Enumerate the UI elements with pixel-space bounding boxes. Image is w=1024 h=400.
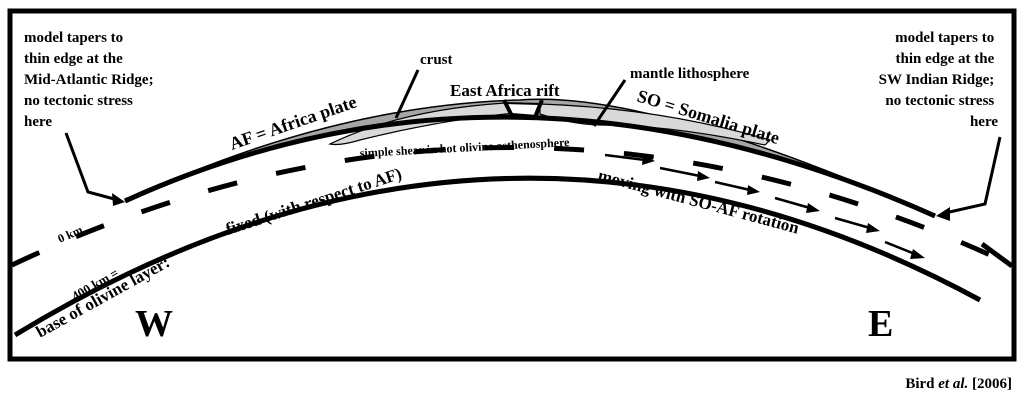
right-ridge-note: model tapers to thin edge at the SW Indi… [879,30,999,130]
crust-pointer [394,69,420,119]
base-olivine-layer-line [10,145,1014,268]
rift-fault-left [502,99,514,117]
mantle-lithosphere-label: mantle lithosphere [630,66,750,82]
west-label: W [135,303,173,345]
shear-arrow-6 [884,240,925,259]
right-pointer-arrowhead [936,207,950,221]
left-ridge-note: model tapers to thin edge at the Mid-Atl… [24,30,157,130]
base-olivine-layer-solid [13,175,982,338]
crust-layer-so [539,103,772,146]
right-pointer-arrow [944,136,1002,215]
left-pointer-arrowhead [112,193,125,206]
shear-arrow-1 [604,153,655,165]
earth-surface-line [123,114,937,219]
rift-label: East Africa rift [450,81,560,100]
crust-label: crust [420,52,453,68]
shear-arrow-4 [774,196,820,213]
shear-arrow-2 [659,166,710,181]
mantle-lithosphere-pointer [592,79,627,127]
left-pointer-arrow [64,132,119,202]
shear-arrow-3 [714,180,760,195]
right-ridge-stub [980,241,1014,269]
shear-arrows [604,153,925,259]
figure-frame [7,8,1017,362]
citation: Bird et al. [2006] [905,376,1012,392]
rift-fault-right [533,99,544,118]
east-label: E [868,303,893,345]
shear-arrow-5 [834,216,880,233]
